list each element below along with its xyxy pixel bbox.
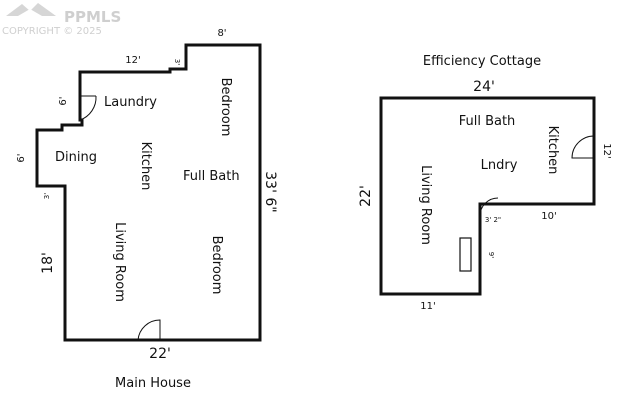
- cottage-dim-left: 22': [358, 185, 374, 207]
- dim-top-right: 8': [217, 28, 226, 39]
- cottage-room-laundry: Lndry: [481, 158, 518, 173]
- cottage-room-living-room: Living Room: [418, 165, 433, 245]
- room-full-bath: Full Bath: [183, 169, 240, 184]
- room-bedroom-lower: Bedroom: [209, 236, 224, 295]
- watermark: PPMLS COPYRIGHT © 2025: [2, 3, 121, 37]
- cottage-title: Efficiency Cottage: [423, 54, 541, 69]
- cottage-plan: Efficiency Cottage Full Bath Kitchen Lnd…: [358, 54, 612, 312]
- laundry-door-arc: [479, 197, 499, 217]
- room-laundry: Laundry: [104, 95, 157, 110]
- watermark-copyright: COPYRIGHT © 2025: [2, 26, 102, 37]
- dim-dining-notch: 3': [43, 193, 51, 199]
- cottage-room-kitchen: Kitchen: [545, 126, 560, 175]
- room-kitchen: Kitchen: [138, 142, 153, 191]
- watermark-brand: PPMLS: [64, 8, 121, 26]
- dim-bottom: 22': [149, 346, 171, 362]
- dim-left-side: 18': [40, 252, 56, 274]
- dim-right-side: 33' 6": [262, 171, 278, 212]
- cottage-room-full-bath: Full Bath: [459, 114, 516, 129]
- cottage-dim-step-small: 3' 2": [485, 216, 501, 224]
- room-bedroom-upper: Bedroom: [218, 78, 233, 137]
- main-house-plan: Laundry Bedroom Dining Kitchen Full Bath…: [16, 28, 278, 391]
- dim-laundry-wall: 6': [58, 96, 69, 105]
- room-dining: Dining: [55, 150, 97, 165]
- dim-notch-top: 3': [173, 59, 181, 65]
- cottage-fixture: [459, 237, 472, 272]
- dim-dining-wall: 6': [16, 153, 27, 162]
- cottage-dim-bottom: 11': [420, 301, 435, 312]
- cottage-dim-top: 24': [473, 79, 495, 95]
- cottage-walls: [379, 96, 596, 296]
- cottage-dim-step-side: 9': [487, 252, 495, 258]
- front-door-arc: [137, 319, 161, 341]
- mountain-logo-icon: [6, 3, 56, 16]
- laundry-door-arc: [79, 95, 97, 121]
- main-house-title: Main House: [115, 376, 191, 391]
- cottage-dim-kitchen-door: 12': [601, 143, 612, 158]
- room-living-room: Living Room: [112, 222, 127, 302]
- main-house-walls: [35, 43, 262, 342]
- cottage-dim-step-bottom: 10': [541, 211, 556, 222]
- kitchen-door-arc: [571, 135, 595, 159]
- dim-top-left: 12': [125, 55, 140, 66]
